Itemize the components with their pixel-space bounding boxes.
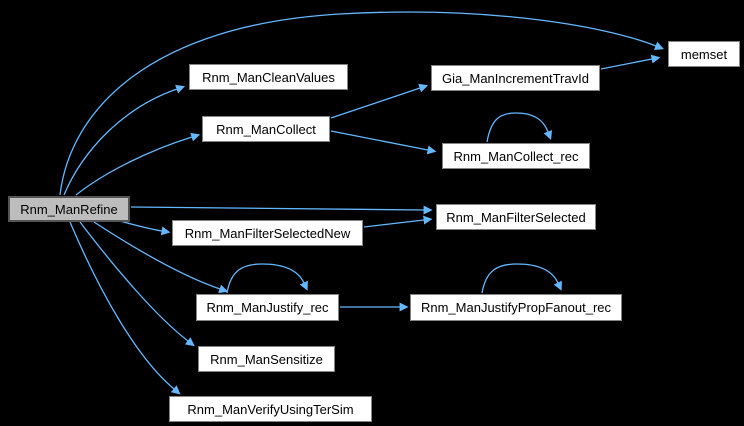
edge-refine-cleanvalues [63,84,186,196]
node-rnm-manfilterselected[interactable]: Rnm_ManFilterSelected [436,204,596,230]
edge-refine-verify [69,221,181,395]
node-rnm-mancleanvalues[interactable]: Rnm_ManCleanValues [189,64,348,90]
edge-refine-filtersel [130,205,433,215]
edge-collect-collectrec [330,130,437,155]
node-rnm-mancollect[interactable]: Rnm_ManCollect [202,116,330,142]
node-rnm-mansensitize[interactable]: Rnm_ManSensitize [198,346,335,372]
node-rnm-manjustifypropfanout-rec[interactable]: Rnm_ManJustifyPropFanout_rec [410,294,622,321]
edge-filternew-filtersel [363,215,433,228]
edge-collectrec-selfloop [486,112,553,143]
node-rnm-manjustify-rec[interactable]: Rnm_ManJustify_rec [196,294,339,321]
node-rnm-mancollect-rec[interactable]: Rnm_ManCollect_rec [442,143,590,169]
edge-refine-justify [93,221,229,294]
node-rnm-manfilterselectednew[interactable]: Rnm_ManFilterSelectedNew [172,220,363,246]
node-rnm-manrefine: Rnm_ManRefine [8,196,130,222]
edge-refine-memset [59,11,664,196]
node-rnm-manverifyusingtersim[interactable]: Rnm_ManVerifyUsingTerSim [169,396,372,422]
edge-propfanout-selfloop [481,263,562,294]
node-gia-manincrementtravid[interactable]: Gia_ManIncrementTravId [431,65,600,91]
edge-refine-filternew [119,220,171,236]
edge-justify-selfloop [226,263,308,294]
edge-refine-sensitize [79,221,195,347]
node-memset[interactable]: memset [668,41,740,67]
edge-travid-memset [600,54,661,70]
edge-collect-travid [330,83,429,119]
edge-refine-collect [75,132,201,196]
